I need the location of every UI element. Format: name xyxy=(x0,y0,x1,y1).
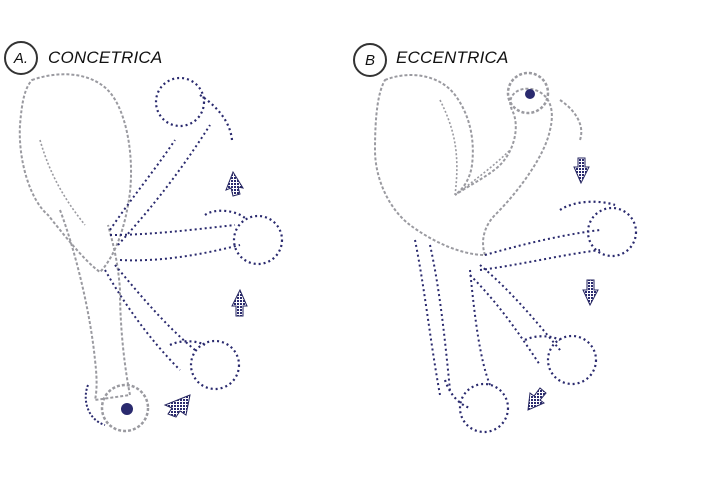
arrow-up-icon xyxy=(231,288,248,317)
upper-arm-outline xyxy=(373,74,553,257)
upper-arm-inner-line xyxy=(39,139,86,226)
dumbbell-position-middle xyxy=(546,334,598,386)
panel-b-title: ECCENTRICA xyxy=(396,48,509,67)
dumbbell-position-lower xyxy=(189,339,241,391)
forearm-outline xyxy=(59,209,132,402)
hand-outline xyxy=(84,384,106,426)
forearm-path-7 xyxy=(469,269,491,386)
dumbbell-icon xyxy=(506,71,550,115)
forearm-line xyxy=(454,149,511,196)
hand-position-middle xyxy=(524,335,561,342)
forearm-path-4 xyxy=(469,274,541,366)
arrow-down-icon xyxy=(573,157,590,185)
dumbbell-position-top xyxy=(154,76,206,128)
forearm-path-5 xyxy=(429,244,451,391)
arrow-up-icon xyxy=(163,394,191,418)
hand-position-bottom xyxy=(443,379,471,410)
hand-outline xyxy=(559,99,583,141)
forearm-path-6 xyxy=(104,269,181,371)
forearm-path-1 xyxy=(109,139,176,231)
forearm-path-6 xyxy=(414,239,441,396)
panel-a-badge: A. xyxy=(4,41,38,75)
arrow-down-icon xyxy=(582,279,599,307)
dumbbell-icon xyxy=(100,383,150,433)
panel-b-badge: B xyxy=(353,43,387,77)
dumbbell-position-bottom xyxy=(458,382,510,434)
dumbbell-position-middle xyxy=(232,214,284,266)
hand-position-middle xyxy=(204,209,246,219)
forearm-path-3 xyxy=(109,224,236,236)
forearm-path-3 xyxy=(479,264,561,351)
panel-a-title: CONCETRICA xyxy=(48,48,163,67)
arrow-down-icon xyxy=(527,387,547,411)
arrow-up-icon xyxy=(225,170,245,197)
dumbbell-position-upper xyxy=(586,206,638,258)
forearm-path-2 xyxy=(479,249,601,271)
forearm-path-5 xyxy=(114,264,196,351)
upper-arm-outline xyxy=(18,73,133,274)
forearm-path-1 xyxy=(484,229,601,256)
panel-b-drawing xyxy=(373,71,638,434)
forearm-path-2 xyxy=(117,124,211,246)
dumbbell-center xyxy=(525,89,535,99)
dumbbell-center xyxy=(121,403,133,415)
panel-a-drawing xyxy=(18,73,284,433)
forearm-path-4 xyxy=(119,244,241,262)
biceps-line xyxy=(439,99,458,196)
